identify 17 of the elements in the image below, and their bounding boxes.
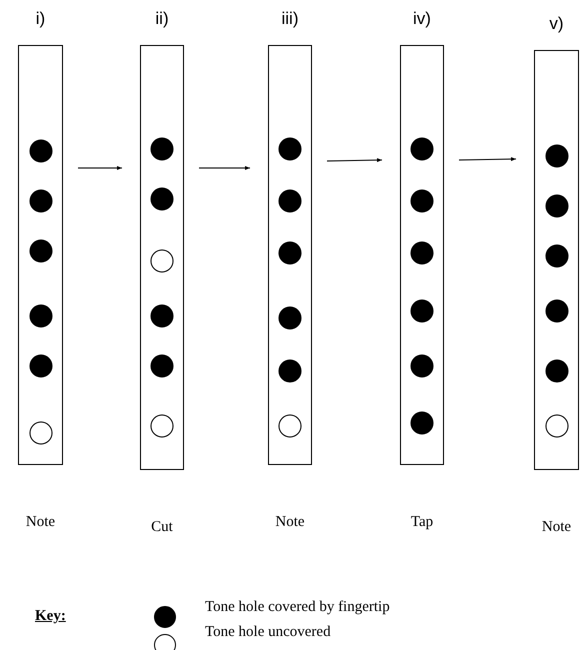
arrow [458, 157, 516, 162]
note-type-label: Tap [410, 514, 434, 531]
note-type-label: Note [542, 519, 572, 536]
arrow [78, 166, 122, 170]
stage-numeral: iii) [282, 9, 298, 29]
key-heading: Key: [35, 608, 66, 625]
note-type-label: Note [26, 514, 56, 531]
arrow [326, 158, 382, 162]
note-type-label: Note [275, 514, 305, 531]
legend-text: Tone hole uncovered [205, 624, 331, 641]
stage-numeral: i) [36, 9, 46, 29]
arrow [198, 166, 250, 170]
legend-text: Tone hole covered by fingertip [205, 599, 390, 616]
stage-numeral: v) [549, 14, 564, 34]
stage-numeral: iv) [413, 9, 431, 29]
note-type-label: Cut [151, 519, 173, 536]
stage-numeral: ii) [155, 9, 169, 29]
